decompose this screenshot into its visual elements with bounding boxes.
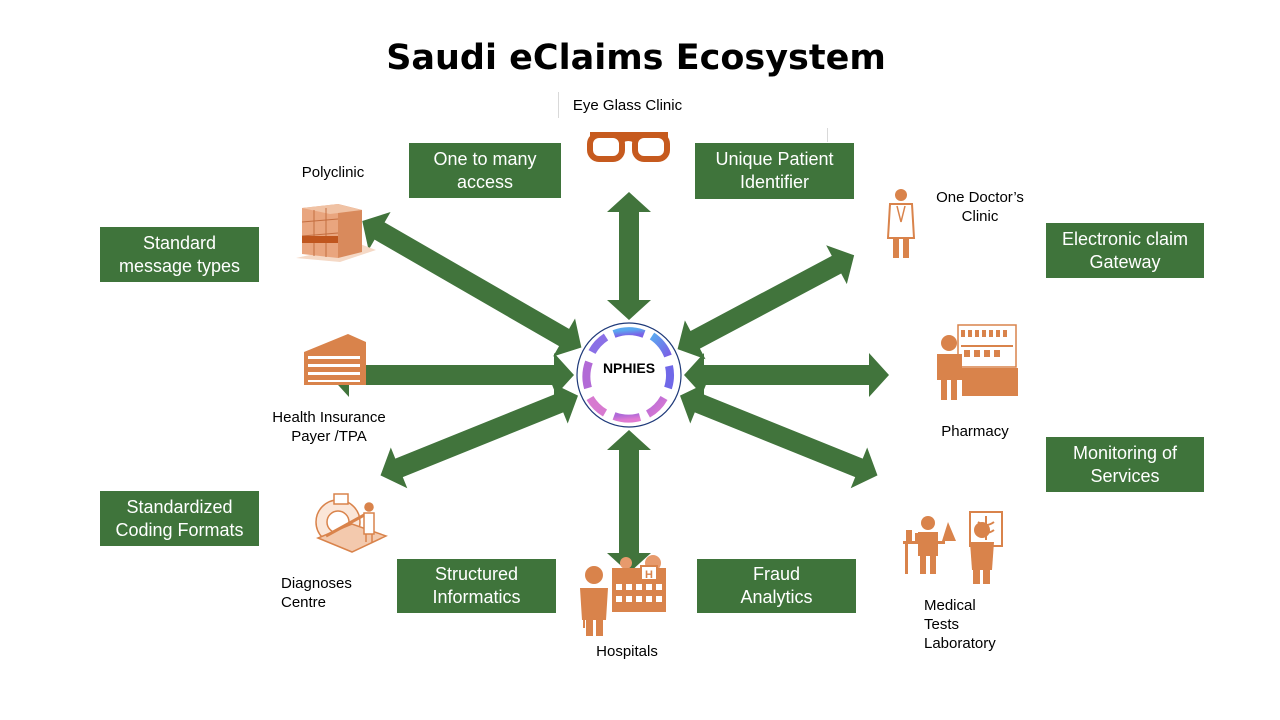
pharmacy-icon <box>937 324 1018 400</box>
svg-text:H: H <box>645 569 653 581</box>
box-standard-message-types: Standard message types <box>100 227 259 282</box>
arrow-eye-glass-clinic <box>607 430 651 573</box>
hospital-icon: H <box>580 555 666 636</box>
laboratory-icon <box>903 511 1003 584</box>
box-structured-informatics: Structured Informatics <box>397 559 556 613</box>
arrow-pharmacy <box>329 353 574 397</box>
hub-label: NPHIES <box>603 360 655 376</box>
box-standardized-coding-formats: Standardized Coding Formats <box>100 491 259 546</box>
arrow-one-doctor-clinic <box>380 382 579 489</box>
arrow-hospitals <box>607 192 651 320</box>
polyclinic-building-icon <box>296 204 376 262</box>
box-unique-patient-identifier: Unique Patient Identifier <box>695 143 854 199</box>
label-one-doctor-clinic: One Doctor’s Clinic <box>936 189 1024 225</box>
box-one-to-many-access: One to many access <box>409 143 561 198</box>
box-fraud-analytics: Fraud Analytics <box>697 559 856 613</box>
label-polyclinic: Polyclinic <box>301 164 365 181</box>
doctor-icon <box>886 189 916 258</box>
arrow-medical-lab <box>362 211 582 357</box>
label-eye-glass-clinic: Eye Glass Clinic <box>572 97 683 114</box>
office-building-icon <box>304 334 366 385</box>
divider-line <box>558 92 559 118</box>
eyeglasses-icon <box>587 132 670 162</box>
arrow-polyclinic <box>679 382 878 489</box>
arrow-diagnoses-centre <box>677 245 855 360</box>
label-health-insurance: Health Insurance Payer /TPA <box>272 409 386 445</box>
label-medical-lab: Medical Tests Laboratory <box>924 597 996 652</box>
connector-arrows <box>329 192 889 573</box>
arrow-health-insurance <box>684 353 889 397</box>
label-diagnoses-centre: Diagnoses Centre <box>281 575 352 611</box>
divider-line <box>827 128 828 142</box>
label-pharmacy: Pharmacy <box>941 423 1009 440</box>
page-title: Saudi eClaims Ecosystem <box>386 38 886 78</box>
label-hospitals: Hospitals <box>596 643 658 660</box>
diagnostic-scanner-icon <box>315 493 388 553</box>
box-electronic-claim-gateway: Electronic claim Gateway <box>1046 223 1204 278</box>
nphies-hub: NPHIES <box>576 322 682 428</box>
box-monitoring-of-services: Monitoring of Services <box>1046 437 1204 492</box>
